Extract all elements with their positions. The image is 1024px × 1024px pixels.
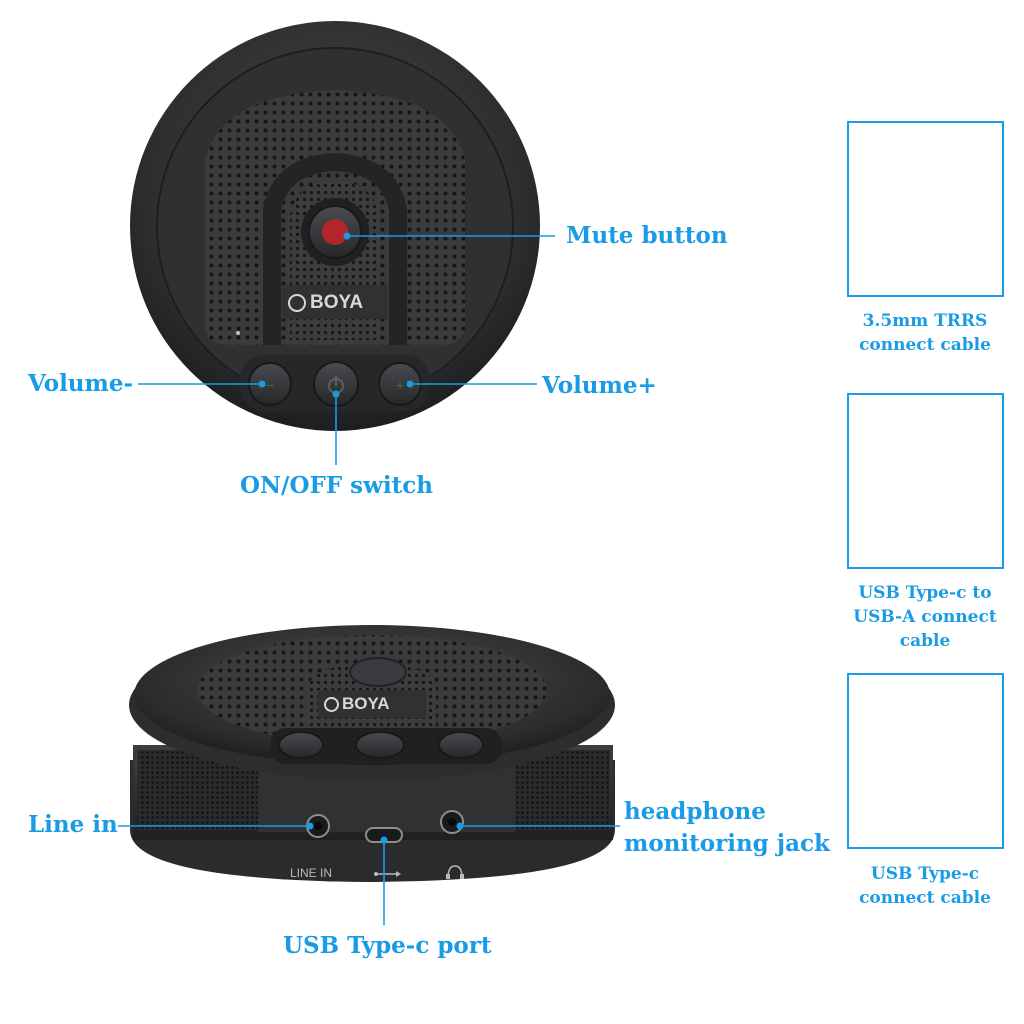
boya-logo-icon — [324, 696, 339, 712]
cable-box-usb-c-to-usb-a — [847, 393, 1004, 569]
brand-logo-top: BOYA — [288, 290, 388, 316]
brand-logo-side: BOYA — [324, 692, 424, 716]
cable-caption-usb-c-to-usb-a: USB Type-c to USB-A connect cable — [853, 583, 997, 651]
headphone-label-line-2: monitoring jack — [624, 829, 830, 857]
volume-plus-label: Volume+ — [542, 372, 657, 399]
usb-icon — [374, 871, 401, 877]
line-in-port-label: LINE IN — [290, 866, 333, 880]
cable-caption-trrs: 3.5mm TRRS connect cable — [859, 311, 991, 355]
leader-lines — [118, 235, 620, 925]
volume-minus-label: Volume- — [28, 370, 134, 397]
headphone-jack-label: headphone monitoring jack — [624, 798, 830, 857]
brand-name-top: BOYA — [310, 292, 364, 313]
cable-box-trrs — [847, 121, 1004, 297]
cable-caption-usb-c: USB Type-c connect cable — [859, 864, 991, 908]
boya-logo-icon — [288, 294, 306, 312]
headphone-jack[interactable] — [440, 810, 464, 834]
mute-button-label: Mute button — [566, 222, 728, 249]
svg-text:−: − — [266, 377, 274, 393]
cable-box-usb-c — [847, 673, 1004, 849]
brand-name-side: BOYA — [342, 694, 390, 713]
svg-text:+: + — [396, 377, 404, 393]
line-in-label: Line in — [28, 811, 118, 838]
usb-port-label: USB Type-c port — [283, 932, 492, 959]
headphone-label-line-1: headphone — [624, 798, 766, 825]
headphone-icon — [446, 865, 464, 879]
power-switch-label: ON/OFF switch — [240, 472, 433, 499]
